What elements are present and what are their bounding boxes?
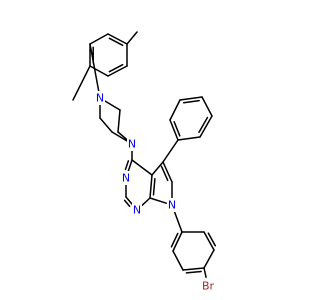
bond-line [126,31,138,45]
bond-line [104,100,121,111]
bond-line [152,177,156,196]
bond-line [89,43,100,93]
bond-line [151,161,164,176]
bond-line [199,115,213,138]
bond-line [162,139,179,163]
bond-line [203,249,215,269]
bond-line [203,231,215,251]
bromine-atom-label: Br [202,280,215,293]
bond-line [203,267,207,278]
atom-label-background [127,137,137,151]
atom-label-background [121,171,131,185]
bond-line [89,65,109,77]
bond-line [177,136,201,141]
bond-line [172,231,183,252]
atom-label-background [132,203,142,217]
bond-line [117,109,121,133]
bond-line [72,65,91,101]
molecule-drawing: N N N N N Br [72,31,217,293]
bond-line [107,65,128,77]
bond-line [198,116,209,134]
bond-line [107,33,128,45]
bond-line [140,197,151,207]
bond-line [173,121,181,137]
bond-line [149,197,168,204]
bond-line [182,99,200,104]
bond-line [185,270,202,274]
bond-line [149,174,153,199]
bond-line [170,232,179,248]
bond-line [173,209,183,233]
bond-line [182,267,205,271]
bond-line [111,131,128,142]
bond-line [201,96,213,117]
bond-line [117,131,129,141]
bond-line [99,117,113,133]
bond-line [162,161,173,183]
bond-line [160,165,169,182]
bond-line [125,196,134,207]
nitrogen-atom-label: N [128,138,136,151]
atom-label-background [95,91,105,105]
nitrogen-atom-label: N [133,204,141,217]
bond-line [124,160,130,171]
bond-line [172,250,184,271]
bond-line [179,96,203,101]
bond-line [169,99,181,121]
bond-line [108,37,124,47]
bond-line [207,232,217,247]
bond-line [89,33,109,45]
bond-line [123,199,131,207]
molecule-structure-diagram: N N N N N Br [72,31,217,293]
bond-line [108,63,124,73]
nitrogen-atom-label: N [122,172,130,185]
atom-labels: N N N N N Br [95,91,216,293]
nitrogen-atom-label: N [168,199,176,212]
bond-line [127,159,133,174]
atom-label-background [167,198,177,212]
bond-line [131,159,153,176]
atom-label-background [200,279,216,293]
bonds [72,31,217,278]
nitrogen-atom-label: N [96,92,104,105]
bond-line [169,119,179,141]
